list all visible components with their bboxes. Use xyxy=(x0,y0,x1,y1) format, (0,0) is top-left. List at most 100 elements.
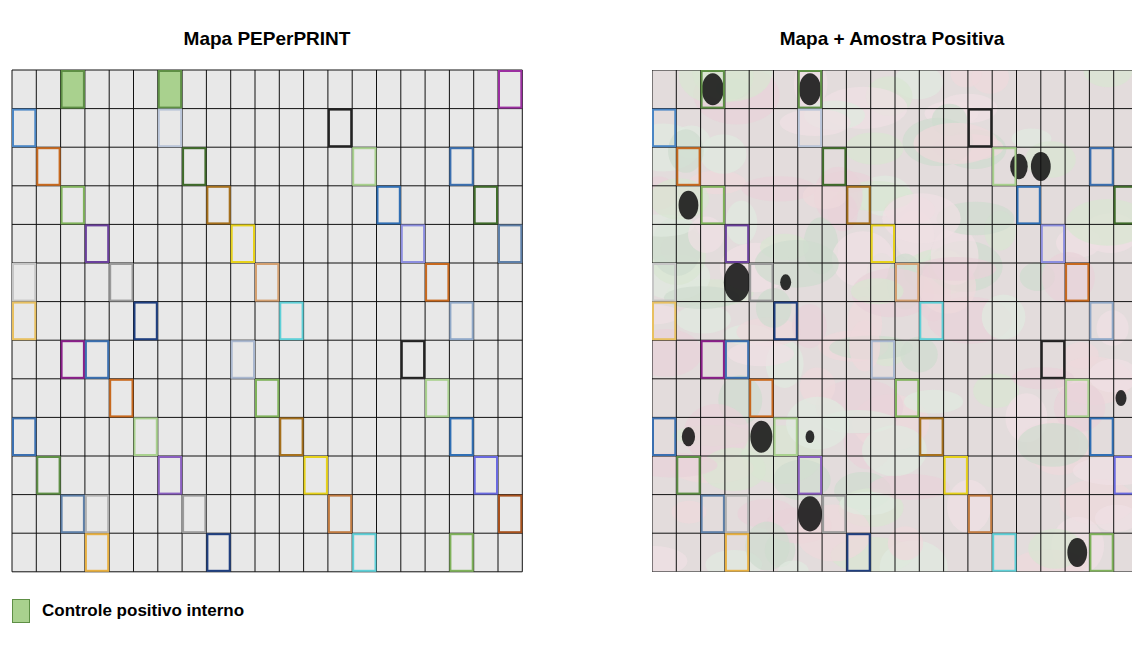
peptide-cell xyxy=(426,264,448,301)
peptide-cell xyxy=(475,187,497,224)
peptide-cell xyxy=(183,148,205,185)
membrane-texture xyxy=(1042,252,1095,304)
membrane-background xyxy=(652,70,1132,572)
membrane-texture xyxy=(971,70,1009,94)
grid-line xyxy=(12,456,522,457)
membrane-texture xyxy=(1073,456,1132,485)
peptide-cell xyxy=(1090,534,1112,571)
peptide-cell xyxy=(37,457,59,494)
membrane-texture xyxy=(840,492,896,515)
positive-spot xyxy=(1067,538,1087,567)
grid-line xyxy=(12,108,522,109)
membrane-texture xyxy=(745,522,789,571)
positive-spot xyxy=(799,73,821,105)
peptide-cell xyxy=(86,341,108,378)
membrane-texture xyxy=(1084,70,1132,87)
peptide-cell xyxy=(896,264,918,301)
peptide-cell xyxy=(872,225,894,262)
peptide-cell xyxy=(969,496,991,533)
peptide-cell xyxy=(653,264,675,301)
peptide-cell xyxy=(702,187,724,224)
peptide-cell xyxy=(750,380,772,417)
peptide-cell xyxy=(305,457,327,494)
grid-line xyxy=(1016,70,1017,572)
peptide-cell xyxy=(450,148,472,185)
grid-line xyxy=(652,456,1132,457)
peptide-cell xyxy=(750,264,772,301)
membrane-texture xyxy=(688,216,724,253)
grid-line xyxy=(376,70,377,572)
grid-line xyxy=(255,70,256,572)
membrane-texture xyxy=(727,341,794,366)
grid-line xyxy=(425,70,426,572)
peptide-cell xyxy=(13,303,35,340)
membrane-texture xyxy=(803,182,848,209)
positive-spot xyxy=(702,73,724,105)
membrane-texture xyxy=(786,397,850,450)
peptide-cell xyxy=(1090,148,1112,185)
positive-spot xyxy=(679,191,699,220)
grid-line xyxy=(400,70,401,572)
grid-line xyxy=(652,571,1132,572)
peptide-cell xyxy=(62,496,84,533)
peptide-cell xyxy=(945,457,967,494)
peptide-cell xyxy=(920,303,942,340)
peptide-cell xyxy=(13,418,35,455)
peptide-cell xyxy=(726,341,748,378)
peptide-cell xyxy=(329,110,351,147)
peptide-cell xyxy=(775,418,797,455)
peptide-cell xyxy=(653,303,675,340)
peptide-cell xyxy=(969,110,991,147)
peptide-cell xyxy=(183,496,205,533)
grid-line xyxy=(870,70,871,572)
peptide-cell xyxy=(62,71,84,108)
membrane-texture xyxy=(700,134,747,174)
grid-line xyxy=(652,301,1132,302)
peptide-cell xyxy=(726,496,748,533)
peptide-cell xyxy=(159,110,181,147)
peptide-cell xyxy=(1042,341,1064,378)
membrane-texture xyxy=(726,201,758,245)
membrane-texture xyxy=(904,390,963,414)
peptide-cell xyxy=(799,457,821,494)
membrane-texture xyxy=(676,305,731,334)
peptide-cell xyxy=(677,148,699,185)
positive-spot xyxy=(780,274,791,290)
peptide-cell xyxy=(450,303,472,340)
legend-row: Controle positivo interno xyxy=(12,599,244,623)
peptide-cell xyxy=(62,187,84,224)
peptide-cell xyxy=(329,496,351,533)
peptide-cell xyxy=(86,496,108,533)
membrane-texture xyxy=(913,123,998,164)
peptide-cell xyxy=(1042,225,1064,262)
membrane-texture xyxy=(652,546,687,572)
peptide-cell xyxy=(135,418,157,455)
peptide-cell xyxy=(37,148,59,185)
peptide-cell xyxy=(872,341,894,378)
map-background xyxy=(12,70,522,572)
grid-line xyxy=(652,417,1132,418)
peptide-cell xyxy=(1090,303,1112,340)
peptide-cell xyxy=(475,457,497,494)
peptide-cell xyxy=(653,418,675,455)
peptide-cell xyxy=(726,534,748,571)
membrane-texture xyxy=(849,320,880,371)
peptide-cell xyxy=(353,534,375,571)
peptide-cell xyxy=(499,71,521,108)
positive-spot xyxy=(724,263,750,301)
peptide-cell xyxy=(823,148,845,185)
peptide-cell xyxy=(135,303,157,340)
peptide-cell xyxy=(1066,264,1088,301)
peptide-cell xyxy=(896,380,918,417)
membrane-texture xyxy=(778,561,809,572)
positive-spot xyxy=(798,496,822,531)
membrane-texture xyxy=(862,425,927,476)
membrane-texture xyxy=(780,109,851,136)
map-title: Mapa PEPerPRINT xyxy=(184,28,351,50)
peptide-cell xyxy=(402,225,424,262)
peptide-cell xyxy=(799,71,821,108)
membrane-texture xyxy=(652,329,702,377)
peptide-cell xyxy=(426,380,448,417)
peptide-cell xyxy=(847,534,869,571)
peptide-cell xyxy=(159,457,181,494)
